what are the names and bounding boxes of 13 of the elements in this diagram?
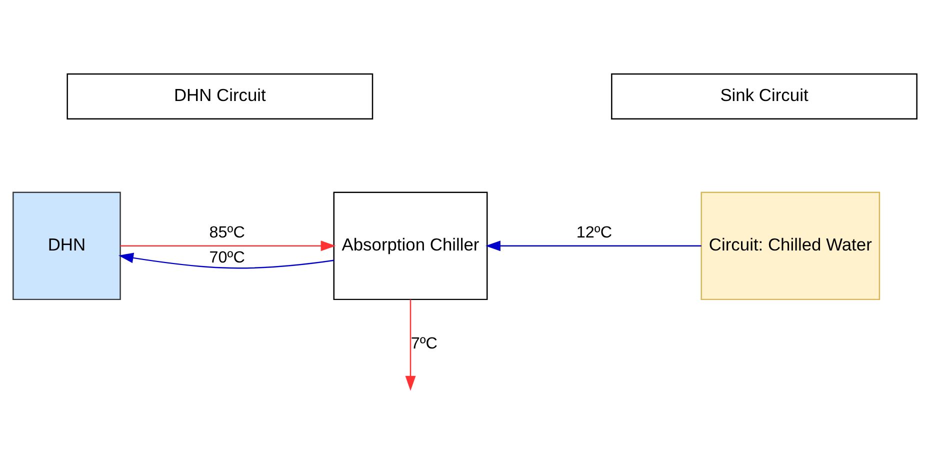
node-box: Circuit: Chilled Water [700,192,880,300]
arrow [118,252,334,269]
arrow [405,300,416,391]
edge-label: 85ºC [209,224,245,242]
node-box: DHN Circuit [66,73,374,120]
node-box: DHN [12,192,121,300]
node-box: Absorption Chiller [333,192,488,300]
edge-label: 12ºC [576,224,612,242]
edge-label: 70ºC [209,248,245,267]
arrow [120,240,336,252]
node-box: Sink Circuit [611,73,918,120]
edge-label: 7ºC [410,334,438,353]
arrow [486,240,702,252]
